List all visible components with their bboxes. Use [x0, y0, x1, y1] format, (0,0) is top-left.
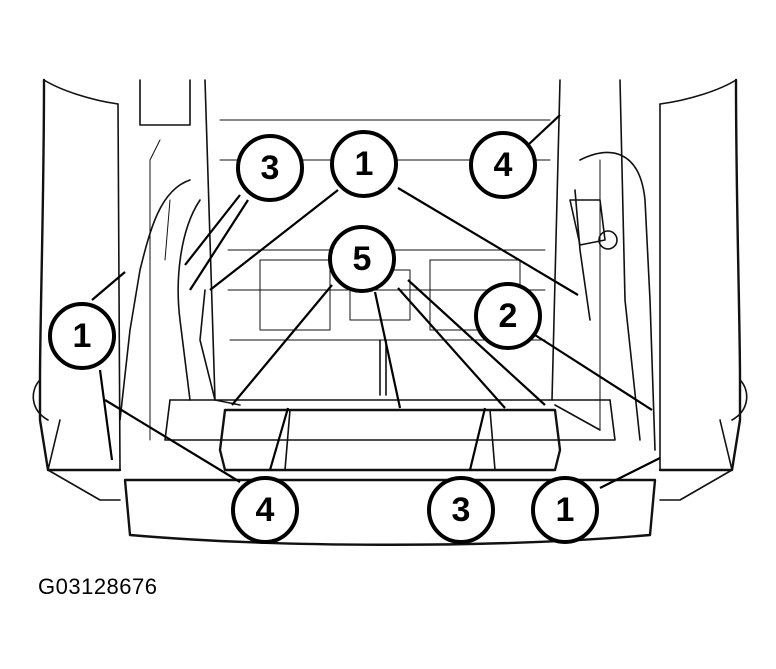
figure-id: G03128676	[38, 574, 158, 599]
callout-label: 4	[494, 146, 513, 184]
callout-label: 5	[353, 240, 372, 278]
callout-1-left: 1	[48, 302, 116, 370]
callout-1-top: 1	[330, 130, 398, 198]
callout-label: 4	[256, 491, 275, 529]
leader-lines	[91, 114, 661, 489]
callout-4-top: 4	[469, 131, 537, 199]
callout-label: 1	[355, 145, 374, 183]
callout-label: 3	[261, 149, 280, 187]
callout-4-bottom: 4	[231, 476, 299, 544]
callout-3-bottom: 3	[427, 476, 495, 544]
callout-label: 2	[499, 297, 518, 335]
callout-2: 2	[474, 282, 542, 350]
callout-label: 3	[452, 491, 471, 529]
callout-5: 5	[328, 225, 396, 293]
vehicle-body-outline	[32, 78, 748, 546]
callout-1-bottom-right: 1	[531, 476, 599, 544]
callout-3-top: 3	[236, 134, 304, 202]
callout-label: 1	[73, 317, 92, 355]
callout-label: 1	[556, 491, 575, 529]
